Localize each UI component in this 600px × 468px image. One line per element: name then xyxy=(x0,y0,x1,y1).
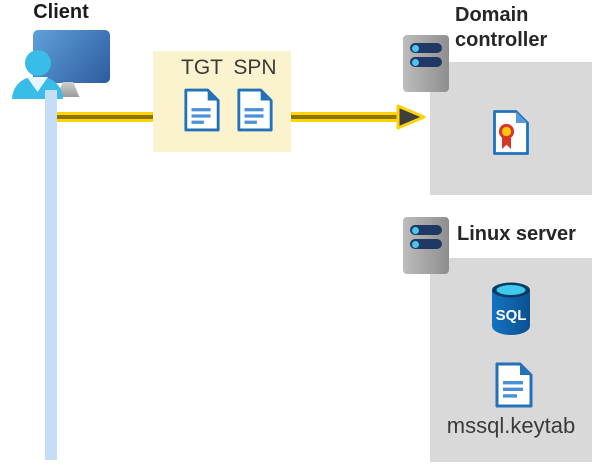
sql-database-icon: SQL xyxy=(492,282,530,335)
tgt-document-icon xyxy=(184,88,220,132)
server-slot xyxy=(410,225,442,235)
sql-text: SQL xyxy=(496,307,527,324)
client-label: Client xyxy=(33,1,89,23)
domain-controller-server-icon xyxy=(403,35,449,92)
linux-server-label: Linux server xyxy=(457,223,576,245)
spn-label: SPN xyxy=(233,56,277,79)
certificate-icon xyxy=(493,110,529,155)
server-slot xyxy=(410,43,442,53)
domain-controller-label: Domain controller xyxy=(455,4,548,51)
arrowhead-icon xyxy=(396,104,426,130)
tgt-label: TGT xyxy=(181,56,223,79)
server-slot xyxy=(410,57,442,67)
client-lifeline xyxy=(45,90,57,460)
server-slot xyxy=(410,239,442,249)
linux-server-icon xyxy=(403,217,449,274)
spn-document-icon xyxy=(237,88,273,132)
person-icon xyxy=(25,50,51,76)
keytab-label: mssql.keytab xyxy=(446,413,576,438)
keytab-document-icon xyxy=(495,362,533,408)
